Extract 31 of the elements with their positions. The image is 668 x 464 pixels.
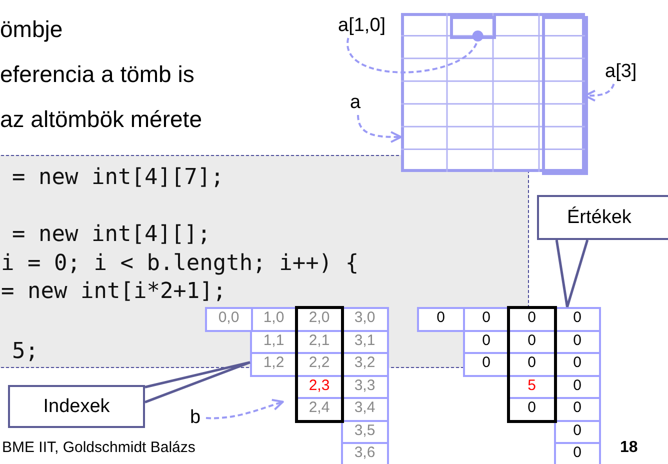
- array-grid: [401, 13, 585, 172]
- callout-pointer: [555, 238, 589, 308]
- array-label: a[3]: [605, 60, 649, 84]
- code-line: = new int[4][7];: [12, 165, 224, 190]
- value-array: [417, 307, 598, 464]
- body-text: az altömbök mérete: [0, 108, 202, 131]
- code-line: 5;: [12, 339, 38, 364]
- index-cell: 0,0: [205, 307, 252, 332]
- callout-pointer: [144, 361, 252, 404]
- leader-line: [347, 30, 484, 74]
- callout-box: Értékek: [537, 195, 668, 240]
- grid-cell: [450, 16, 496, 39]
- value-cell: 0: [417, 307, 464, 332]
- value-cell: 0: [462, 352, 510, 376]
- callout-box: Indexek: [8, 385, 145, 428]
- grid-column: [542, 16, 588, 175]
- arrow: [206, 399, 284, 420]
- index-array: [250, 307, 387, 464]
- body-text: eferencia a tömb is: [0, 63, 194, 86]
- array-label: b: [190, 406, 206, 430]
- page-number: 18: [620, 440, 638, 456]
- value-cell: 0: [554, 442, 601, 464]
- code-line: = new int[4][];: [12, 222, 211, 247]
- arrow: [357, 114, 402, 143]
- code-line: = new int[i*2+1];: [1, 279, 226, 304]
- array-label: a[1,0]: [338, 14, 402, 38]
- index-cell: 3,6: [341, 442, 388, 464]
- body-text: ömbje: [0, 18, 63, 41]
- index-cell: 1,2: [250, 352, 298, 376]
- array-label: a: [350, 91, 366, 115]
- code-line: i = 0; i < b.length; i++) {: [1, 251, 359, 276]
